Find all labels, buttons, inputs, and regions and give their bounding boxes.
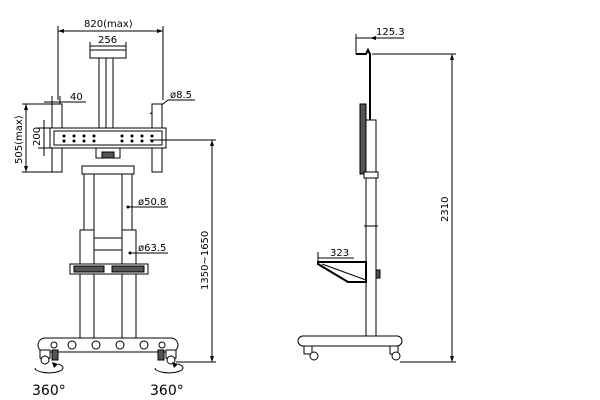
dim-top-offset-label: 125.3 (376, 27, 405, 38)
dim-200-label: 200 (32, 127, 43, 146)
dim-upper-tube-label: ø50.8 (138, 197, 166, 208)
rotation-arrow-left-icon (34, 362, 64, 374)
top-bracket-plate (89, 49, 127, 59)
dim-bracket-40: 40 (44, 92, 86, 108)
dim-upper-tube: ø50.8 (126, 197, 168, 209)
rotation-arrow-right-icon (154, 362, 184, 374)
side-shelf (317, 261, 381, 283)
side-view: 125.3 323 (297, 27, 456, 363)
base-bar (37, 337, 179, 353)
dim-200: 200 (32, 120, 50, 156)
dim-vesa-center: 256 (89, 35, 127, 50)
column-top-cap (81, 165, 135, 175)
right-lower-tube (121, 229, 137, 339)
dim-total-height-label: 2310 (440, 197, 451, 222)
columns (79, 165, 137, 339)
right-caster (157, 349, 177, 365)
left-upper-tube (83, 171, 95, 231)
side-mount-plate (359, 103, 367, 175)
left-caster (39, 349, 59, 365)
dim-lower-tube: ø63.5 (128, 243, 168, 255)
dim-lower-tube-label: ø63.5 (138, 243, 166, 254)
dim-hole-label: ø8.5 (170, 90, 192, 101)
caster-rotation-right-label: 360° (150, 383, 184, 399)
dim-bracket-40-label: 40 (70, 92, 83, 103)
column-crossbar (93, 237, 123, 251)
base (37, 337, 179, 353)
dim-height-max: 505(max) (14, 103, 52, 173)
bracket-holes (62, 134, 154, 143)
dim-shelf-depth-label: 323 (330, 248, 349, 259)
side-casters (303, 345, 401, 361)
caster-rotation-left-label: 360° (32, 383, 66, 399)
side-base (297, 335, 403, 347)
left-lower-tube (79, 229, 95, 339)
shelf-front (69, 263, 149, 275)
dim-height-max-label: 505(max) (14, 115, 25, 164)
dim-vesa-center-label: 256 (98, 35, 117, 46)
side-column (365, 119, 377, 337)
dim-total-height: 2310 (372, 53, 456, 363)
dim-top-offset: 125.3 (355, 27, 405, 54)
front-view: 820(max) 256 40 ø8.5 (14, 19, 216, 399)
dim-height-range: 1350~1650 (150, 139, 216, 363)
right-upper-tube (121, 171, 133, 231)
dim-shelf-depth: 323 (317, 248, 354, 262)
dim-width-max-label: 820(max) (84, 19, 133, 30)
dim-height-range-label: 1350~1650 (200, 231, 211, 290)
dim-width-max: 820(max) (57, 19, 164, 100)
